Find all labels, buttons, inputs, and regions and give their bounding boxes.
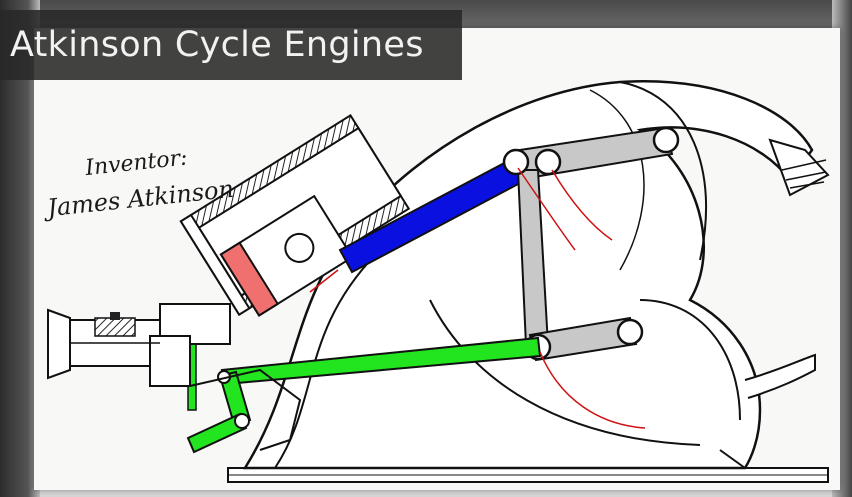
- piston: [219, 194, 354, 317]
- piston-pin: [284, 232, 315, 263]
- base-plate: [227, 467, 829, 483]
- board-edge-left: [0, 0, 40, 497]
- title-banner: Atkinson Cycle Engines: [0, 10, 462, 80]
- pivot-joints: [502, 126, 680, 361]
- annotation-arcs: [309, 167, 646, 429]
- inventor-name: James Atkinson: [45, 174, 236, 223]
- green-linkage: [181, 335, 542, 454]
- page-title: Atkinson Cycle Engines: [10, 25, 424, 65]
- piston-crown: [219, 241, 280, 317]
- intake-assembly: [47, 303, 302, 451]
